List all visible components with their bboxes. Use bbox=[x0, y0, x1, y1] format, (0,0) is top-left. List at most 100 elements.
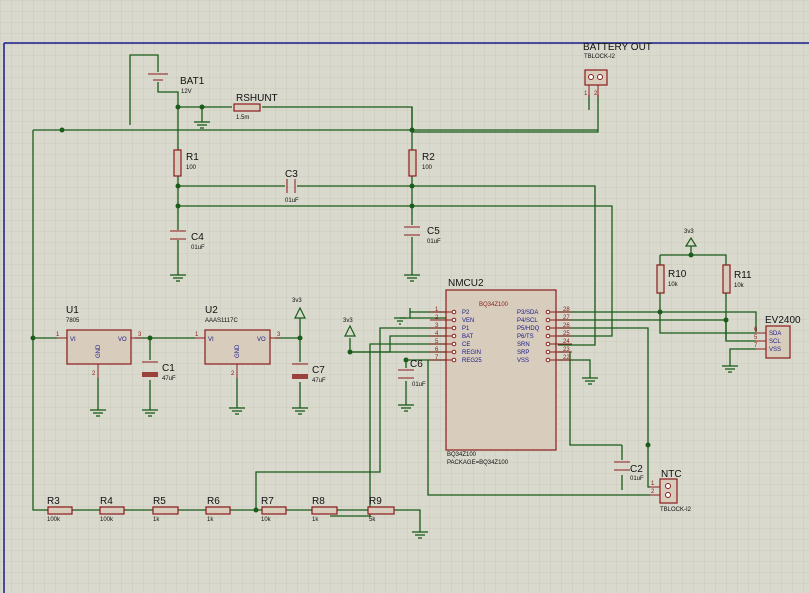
u2-ref: U2 bbox=[205, 305, 218, 316]
nmcu2-pin-name: REGIN bbox=[462, 350, 481, 356]
nmcu2-pin-name: BAT bbox=[462, 334, 474, 340]
ic-nmcu2[interactable]: NMCU2 BQ34Z100 BQ34Z100 PACKAGE=BQ34Z100… bbox=[430, 278, 572, 466]
ground-icon bbox=[229, 407, 245, 415]
nmcu2-pin-name: REG25 bbox=[462, 358, 482, 364]
resistor-r8[interactable]: R8 1k bbox=[311, 496, 338, 523]
r5-value: 1k bbox=[153, 517, 160, 523]
capacitor-c6[interactable]: C6 01uF bbox=[398, 359, 426, 388]
c7-ref: C7 bbox=[312, 365, 325, 376]
r1-value: 100 bbox=[186, 165, 197, 171]
ground-icon bbox=[292, 407, 308, 415]
ground-icon bbox=[90, 409, 106, 417]
battery-bat1[interactable]: BAT1 12V bbox=[148, 73, 205, 95]
rshunt-value: 1.5m bbox=[236, 115, 249, 121]
resistor-r2[interactable]: R2 100 bbox=[408, 149, 435, 177]
r2-value: 100 bbox=[422, 165, 433, 171]
c6-value: 01uF bbox=[412, 382, 426, 388]
u1-gnd: GND bbox=[96, 344, 102, 358]
nmcu2-part: BQ34Z100 bbox=[479, 302, 509, 308]
r8-value: 1k bbox=[312, 517, 319, 523]
resistor-r5[interactable]: R5 1k bbox=[152, 496, 179, 523]
r11-value: 10k bbox=[734, 283, 745, 289]
ev2400-ref: EV2400 bbox=[765, 315, 801, 326]
nmcu2-left-pins bbox=[430, 309, 457, 363]
regulator-u2[interactable]: U2 AAAS1117C VI VO GND 1 3 2 bbox=[195, 305, 281, 378]
u1-vi: VI bbox=[70, 337, 76, 343]
nmcu2-pin-name: P6/TS bbox=[517, 334, 534, 340]
nmcu2-pin-num: 6 bbox=[435, 347, 439, 353]
nmcu2-pin-name: VEN bbox=[462, 318, 474, 324]
r6-value: 1k bbox=[207, 517, 214, 523]
resistor-r10[interactable]: R10 10k bbox=[656, 264, 687, 294]
nmcu2-pin-num: 7 bbox=[435, 355, 439, 361]
resistor-r1[interactable]: R1 100 bbox=[173, 149, 199, 177]
nmcu2-pin-name: P1 bbox=[462, 326, 470, 332]
battery-out-pin2: 2 bbox=[594, 91, 598, 97]
nmcu2-pin-name: P3/SDA bbox=[517, 310, 538, 316]
resistor-r7[interactable]: R7 10k bbox=[261, 496, 287, 523]
power-label: 3v3 bbox=[292, 298, 302, 304]
r4-ref: R4 bbox=[100, 496, 113, 507]
c2-ref: C2 bbox=[630, 464, 643, 475]
u1-value: 7805 bbox=[66, 318, 80, 324]
nmcu2-pin-name: P2 bbox=[462, 310, 470, 316]
resistor-r3[interactable]: R3 100k bbox=[47, 496, 73, 523]
r7-ref: R7 bbox=[261, 496, 274, 507]
rshunt-ref: RSHUNT bbox=[236, 93, 278, 104]
junctions bbox=[30, 104, 729, 513]
r3-value: 100k bbox=[47, 517, 61, 523]
ground-icon bbox=[394, 317, 406, 325]
connector-battery-out[interactable]: BATTERY OUT TBLOCK-I2 1 2 bbox=[583, 42, 652, 97]
ground-icon bbox=[194, 121, 210, 129]
bat1-value: 12V bbox=[181, 89, 192, 95]
capacitor-c4[interactable]: C4 01uF bbox=[170, 230, 205, 251]
resistor-r6[interactable]: R6 1k bbox=[205, 496, 231, 523]
u1-pin3: 3 bbox=[138, 332, 142, 338]
nmcu2-pin-name: P4/SCL bbox=[517, 318, 538, 324]
ground-symbols bbox=[90, 121, 738, 539]
nmcu2-pin-num: 25 bbox=[563, 331, 570, 337]
r11-ref: R11 bbox=[734, 270, 752, 281]
power-3v3-b[interactable]: 3v3 bbox=[343, 318, 356, 337]
c7-value: 47uF bbox=[312, 378, 326, 384]
resistor-r11[interactable]: R11 10k bbox=[722, 264, 752, 294]
r9-ref: R9 bbox=[369, 496, 382, 507]
nmcu2-pin-num: 22 bbox=[563, 355, 570, 361]
capacitor-c5[interactable]: C5 01uF bbox=[404, 226, 441, 245]
nmcu2-pin-num: 2 bbox=[435, 315, 439, 321]
ground-icon bbox=[404, 274, 420, 282]
nmcu2-pin-num: 24 bbox=[563, 339, 570, 345]
regulator-u1[interactable]: U1 7805 VI VO GND 1 3 2 bbox=[56, 305, 142, 378]
power-label: 3v3 bbox=[343, 318, 353, 324]
capacitor-c1[interactable]: C1 47uF bbox=[142, 361, 176, 382]
power-3v3-a[interactable]: 3v3 bbox=[292, 298, 306, 319]
c6-ref: C6 bbox=[410, 359, 423, 370]
nmcu2-pin-name: VSS bbox=[517, 358, 529, 364]
c4-ref: C4 bbox=[191, 232, 204, 243]
connector-ev2400[interactable]: EV2400 6 SDA 5 SCL 7 VSS bbox=[754, 315, 801, 359]
resistor-rshunt[interactable]: RSHUNT 1.5m bbox=[233, 93, 278, 121]
ntc-value: TBLOCK-I2 bbox=[660, 507, 692, 513]
power-3v3-c[interactable]: 3v3 bbox=[684, 229, 698, 247]
u1-pin2: 2 bbox=[92, 371, 96, 377]
nmcu2-footer1: BQ34Z100 bbox=[447, 452, 477, 458]
c1-ref: C1 bbox=[162, 363, 175, 374]
capacitor-c2[interactable]: C2 01uF bbox=[614, 461, 644, 482]
r1-ref: R1 bbox=[186, 152, 199, 163]
c3-value: 01uF bbox=[285, 198, 299, 204]
battery-out-value: TBLOCK-I2 bbox=[584, 54, 616, 60]
u1-ref: U1 bbox=[66, 305, 79, 316]
capacitor-c3[interactable]: C3 01uF bbox=[285, 169, 299, 204]
ground-icon bbox=[142, 409, 158, 417]
resistor-r4[interactable]: R4 100k bbox=[99, 496, 125, 523]
capacitor-c7[interactable]: C7 47uF bbox=[292, 363, 326, 384]
ntc-pin1: 1 bbox=[651, 481, 655, 487]
wires bbox=[32, 54, 757, 532]
nmcu2-pin-name: P5/HDQ bbox=[517, 326, 540, 332]
battery-out-ref: BATTERY OUT bbox=[583, 42, 652, 53]
resistor-r9[interactable]: R9 5k bbox=[367, 496, 395, 523]
connector-ntc[interactable]: NTC TBLOCK-I2 1 2 bbox=[650, 469, 692, 513]
r7-value: 10k bbox=[261, 517, 272, 523]
r5-ref: R5 bbox=[153, 496, 166, 507]
